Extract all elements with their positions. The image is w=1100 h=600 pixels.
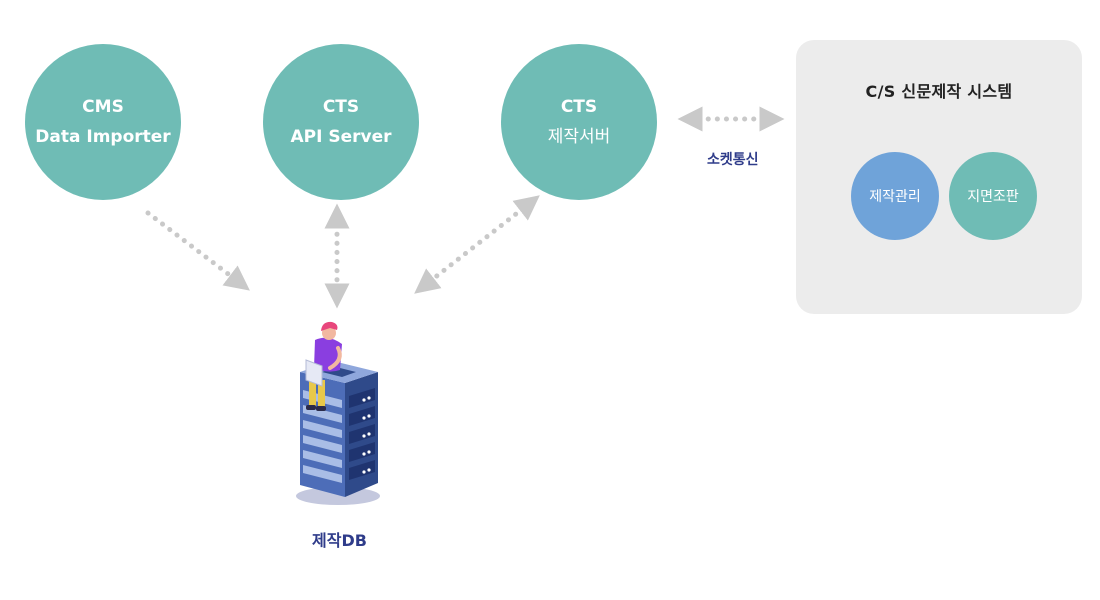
cms-node-subtitle: Data Importer [35,127,171,147]
socket-link-label: 소켓통신 [707,152,759,168]
cts-api-node: CTS API Server [263,44,419,200]
cts-production-node: CTS 제작서버 [501,44,657,200]
server-rack-illustration [296,321,380,505]
production-db-label: 제작DB [312,531,367,550]
cts-api-node-subtitle: API Server [290,127,392,147]
page-layout-module: 지면조판 [949,152,1037,240]
cts-api-node-title: CTS [322,97,360,117]
cs-system-panel: C/S 신문제작 시스템 제작관리 지면조판 [796,40,1082,314]
production-management-label: 제작관리 [869,189,921,205]
cts-production-node-title: CTS [560,97,598,117]
cs-system-title: C/S 신문제작 시스템 [865,82,1013,101]
page-layout-label: 지면조판 [967,189,1019,205]
prod-db-arrow [414,195,540,294]
production-management-module: 제작관리 [851,152,939,240]
cms-to-db-arrow [145,210,250,291]
cms-node-title: CMS [82,97,124,117]
cts-production-node-subtitle: 제작서버 [547,127,611,147]
cms-node: CMS Data Importer [25,44,181,200]
